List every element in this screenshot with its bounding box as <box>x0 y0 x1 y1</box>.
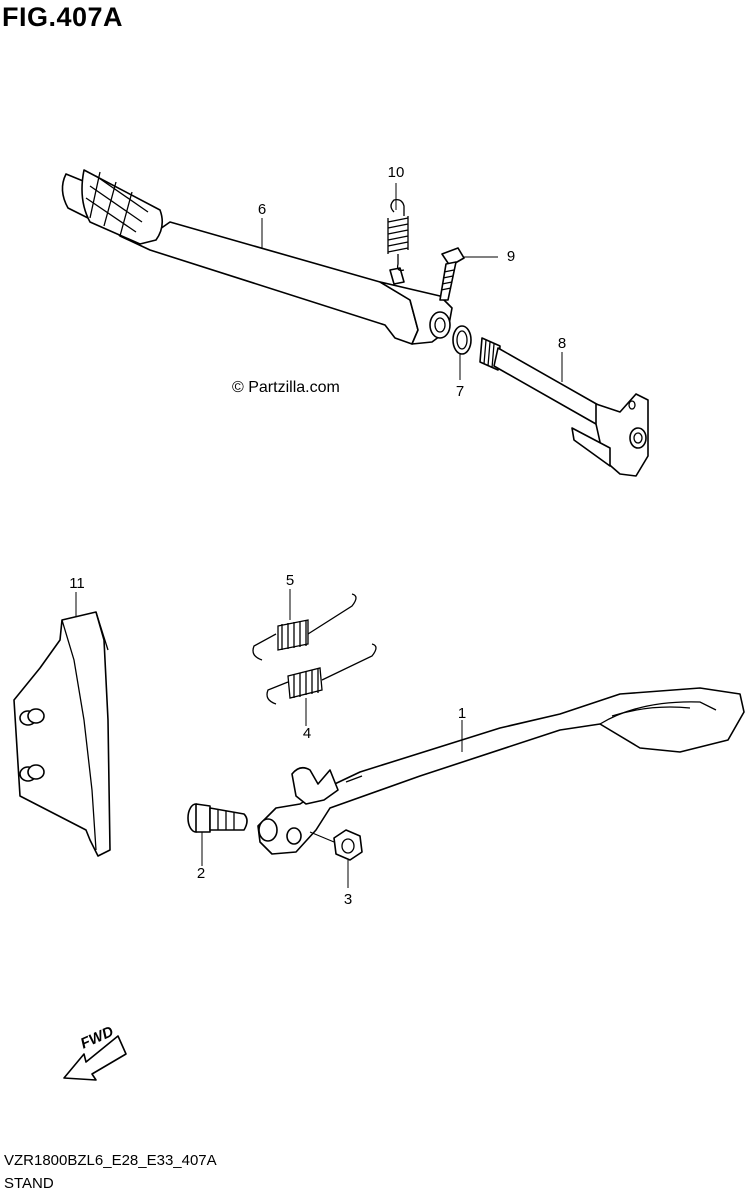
callout-10[interactable]: 10 <box>387 164 405 181</box>
part-5-spring[interactable] <box>252 593 357 661</box>
figure-name: STAND <box>4 1175 54 1192</box>
callout-11[interactable]: 11 <box>69 575 85 592</box>
fwd-arrow-icon <box>63 1035 127 1081</box>
part-10-spring[interactable] <box>387 198 409 272</box>
part-6-lever[interactable] <box>61 169 453 345</box>
part-11-cover[interactable] <box>13 611 111 857</box>
callout-6[interactable]: 6 <box>257 201 267 218</box>
part-7-washer[interactable] <box>452 325 472 355</box>
callout-2[interactable]: 2 <box>196 865 206 882</box>
callout-5[interactable]: 5 <box>285 572 295 589</box>
part-8-shaft[interactable] <box>479 337 649 477</box>
part-2-bolt[interactable] <box>187 803 248 833</box>
part-1-stand[interactable] <box>257 687 745 855</box>
callout-8[interactable]: 8 <box>557 335 567 352</box>
callout-9[interactable]: 9 <box>506 248 516 265</box>
part-3-nut[interactable] <box>333 829 363 861</box>
callout-3[interactable]: 3 <box>343 891 353 908</box>
figure-title: FIG.407A <box>2 2 124 32</box>
part-9-bolt[interactable] <box>439 247 465 301</box>
callout-4[interactable]: 4 <box>302 725 312 742</box>
callout-7[interactable]: 7 <box>455 383 465 400</box>
callout-1[interactable]: 1 <box>457 705 467 722</box>
leader-3b <box>309 831 335 843</box>
watermark: © Partzilla.com <box>232 379 340 396</box>
part-4-spring[interactable] <box>266 643 377 705</box>
figure-code: VZR1800BZL6_E28_E33_407A <box>4 1152 217 1169</box>
